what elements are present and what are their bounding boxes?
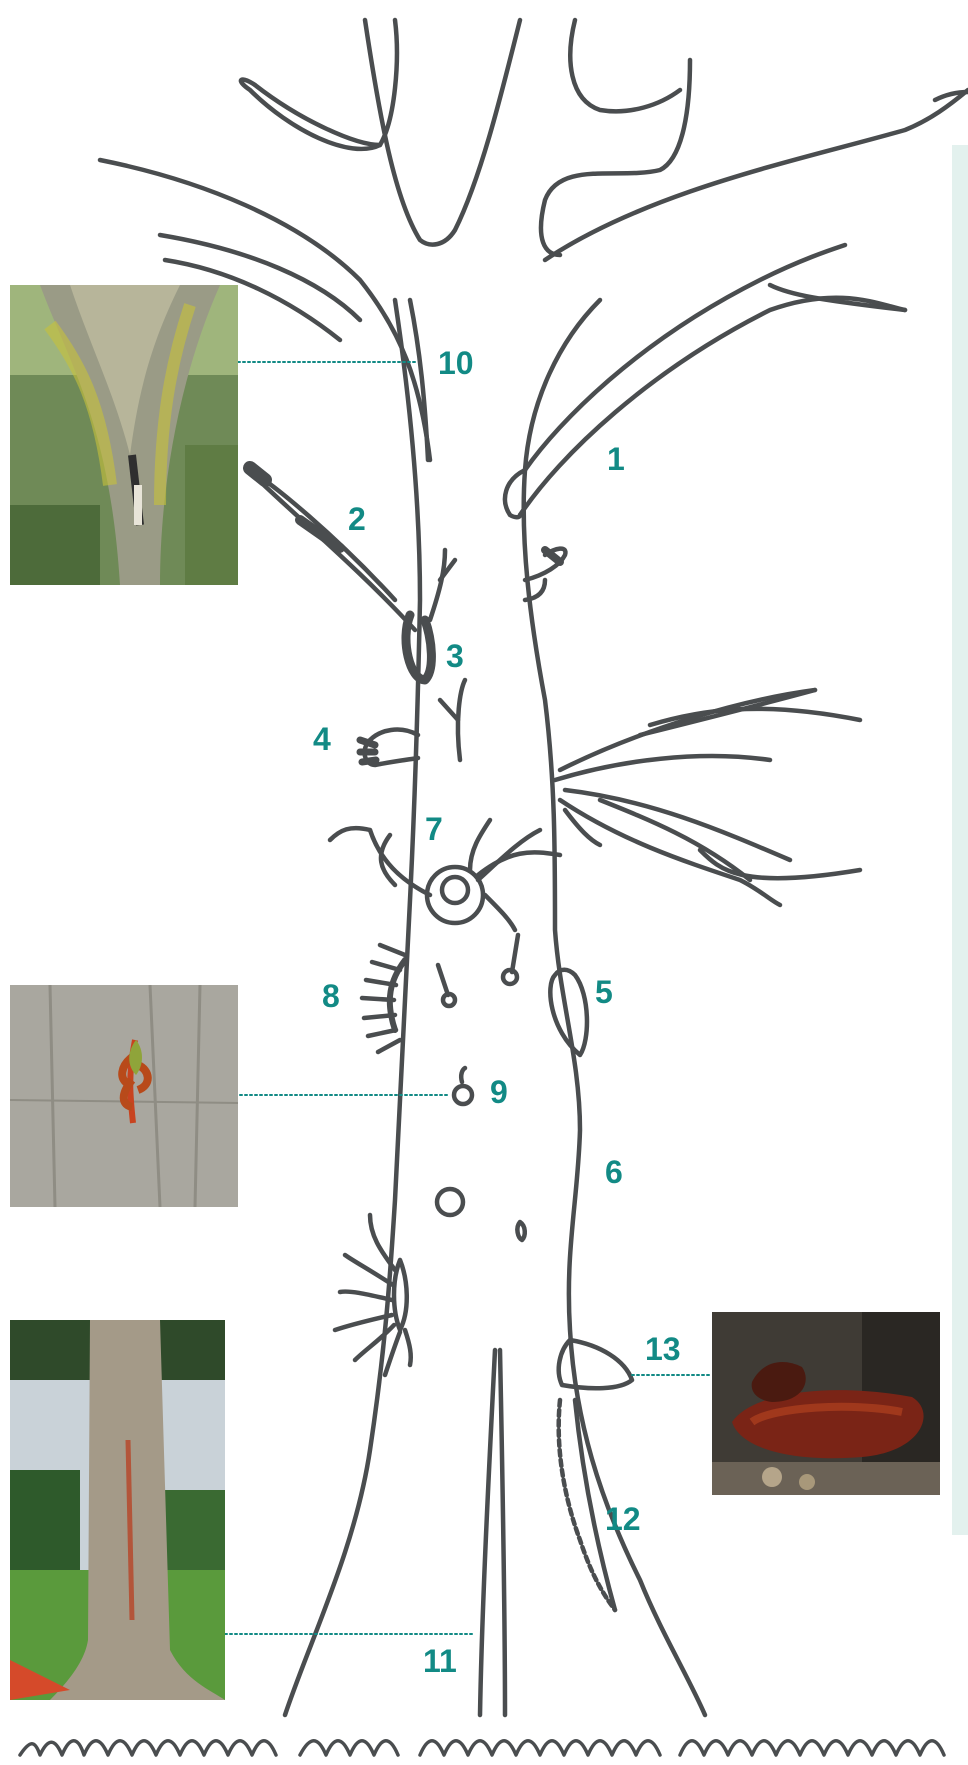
label-3: 3 (446, 638, 464, 674)
label-8: 8 (322, 978, 340, 1014)
branch-stub-4 (360, 730, 418, 765)
epicormic-shoot-9 (454, 1068, 472, 1104)
label-5: 5 (595, 974, 613, 1010)
label-1: 1 (607, 441, 625, 477)
photo-trunk-crack (10, 1320, 225, 1700)
label-13: 13 (645, 1331, 681, 1367)
label-7: 7 (425, 811, 443, 847)
bark-knobs (438, 935, 518, 1006)
lower-shoot-cluster (335, 1215, 411, 1375)
label-2: 2 (348, 501, 366, 537)
label-10: 10 (438, 345, 474, 381)
label-11: 11 (423, 1643, 457, 1679)
label-4: 4 (313, 721, 331, 757)
knot-7 (330, 820, 560, 930)
burr-8 (362, 945, 405, 1052)
epicormic-shoot-image (10, 985, 238, 1207)
wound-5 (550, 970, 587, 1055)
number-labels: 10 1 2 3 4 7 8 5 9 6 13 12 11 (313, 345, 681, 1679)
photo-forked-trunk (10, 285, 238, 585)
label-12: 12 (605, 1501, 641, 1537)
bracket-fungus-image (712, 1312, 940, 1495)
branch-stub-right (525, 549, 565, 600)
grass-line (20, 1741, 944, 1755)
label-9: 9 (490, 1074, 508, 1110)
photo-epicormic-shoot (10, 985, 238, 1207)
lower-knobs (437, 1189, 525, 1240)
forked-trunk-image (10, 285, 238, 585)
photo-bracket-fungus (712, 1312, 940, 1495)
trunk-crack-image (10, 1320, 225, 1700)
right-twig-cluster (555, 690, 860, 905)
branch-2 (248, 468, 431, 680)
crack-11 (480, 1350, 505, 1715)
label-6: 6 (605, 1154, 623, 1190)
branch-1 (505, 245, 905, 517)
